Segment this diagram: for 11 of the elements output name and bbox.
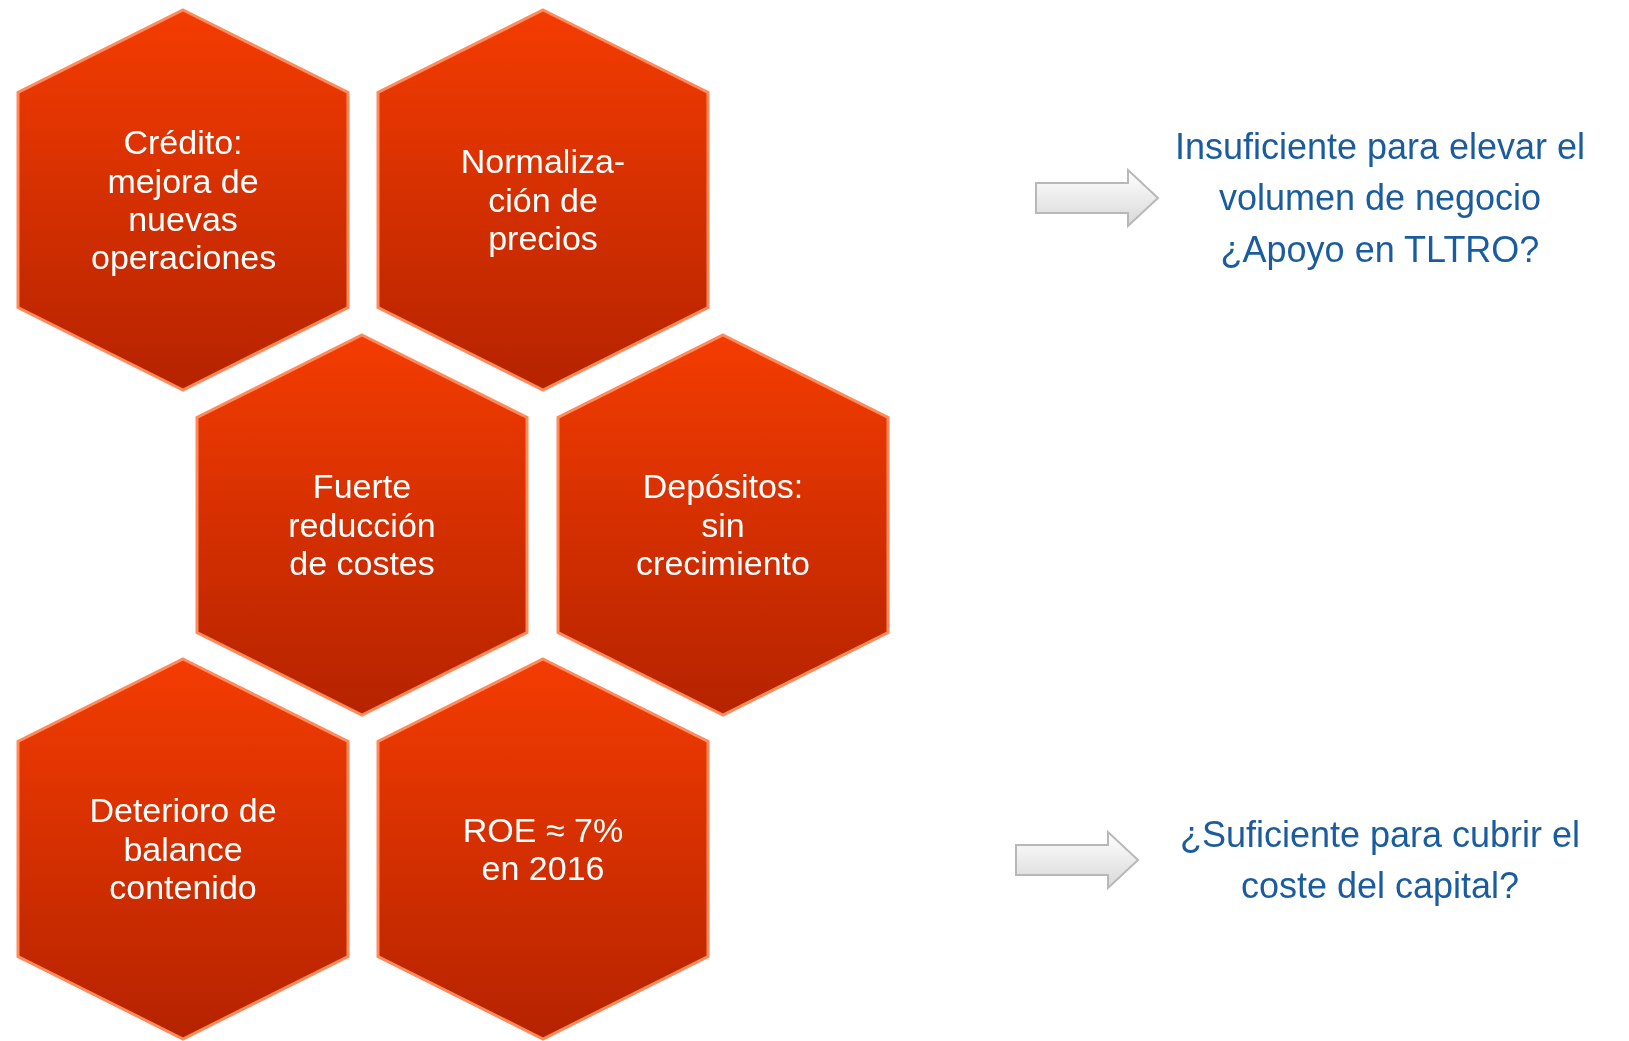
hexagon-label: ROE ≈ 7% en 2016 (461, 810, 625, 888)
block-arrow (1035, 167, 1160, 229)
hexagon-label: Crédito: mejora de nuevas operaciones (91, 123, 275, 277)
block-arrow (1015, 829, 1140, 891)
hexagon-label: Depósitos: sin crecimiento (635, 467, 811, 583)
hexagon-label: Fuerte reducción de costes (287, 467, 437, 583)
hexagon-label: Deterioro de balance contenido (88, 791, 278, 907)
question-text: ¿Suficiente para cubrir el coste del capital? (1178, 812, 1582, 908)
question-text: Insuficiente para elevar el volumen de negocio (1173, 125, 1587, 221)
question-text: ¿Apoyo en TLTRO? (1219, 227, 1541, 272)
hexagon-label: Normaliza-ción de precios (459, 142, 627, 258)
